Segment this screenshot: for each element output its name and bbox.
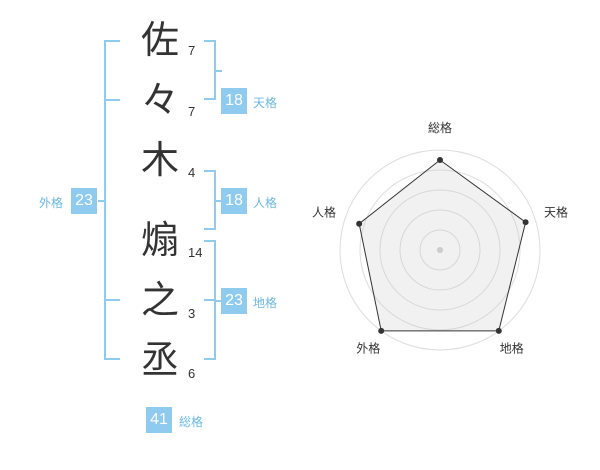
radar-center-dot [437, 247, 443, 253]
radar-axis-label: 人格 [312, 204, 336, 219]
radar-area [358, 159, 527, 332]
chikaku-connector [214, 300, 222, 302]
radar-axis-label: 外格 [356, 341, 380, 356]
radar-grid-ring [379, 189, 501, 311]
stroke-count-5: 3 [188, 306, 196, 321]
bracket-tick [104, 99, 120, 101]
name-char-3: 木 [140, 138, 179, 182]
gaikaku-connector [98, 200, 106, 202]
chikaku-badge: 23 [221, 288, 247, 314]
stroke-count-6: 6 [188, 366, 196, 381]
tenkaku-label: 天格 [253, 96, 278, 110]
radar-axis-label: 天格 [544, 204, 568, 219]
chikaku-label: 地格 [253, 296, 278, 310]
bracket-tick [204, 299, 216, 301]
radar-point [522, 219, 529, 226]
radar-point [378, 327, 385, 334]
gaikaku-label: 外格 [39, 196, 64, 210]
gaikaku-badge: 23 [71, 188, 97, 214]
jinkaku-badge: 18 [221, 188, 247, 214]
stroke-count-3: 4 [188, 165, 196, 180]
name-char-2: 々 [140, 78, 179, 122]
radar-axis-label: 地格 [500, 341, 524, 356]
stroke-count-2: 7 [188, 104, 196, 119]
name-char-4: 煽 [140, 218, 179, 262]
name-char-5: 之 [140, 278, 179, 322]
soukaku-badge: 41 [146, 407, 172, 433]
stroke-count-1: 7 [188, 43, 196, 58]
tenkaku-connector [214, 70, 222, 72]
name-char-6: 丞 [140, 338, 179, 382]
tenkaku-badge: 18 [221, 88, 247, 114]
bracket-tick [104, 299, 120, 301]
jinkaku-label: 人格 [253, 196, 278, 210]
radar-grid-ring [359, 169, 521, 331]
radar-point [437, 157, 443, 163]
radar-axis-label: 総格 [428, 120, 452, 135]
radar-point [495, 327, 502, 334]
radar-grid-ring [399, 209, 481, 291]
radar-grid-ring [419, 229, 461, 271]
radar-point [356, 220, 363, 227]
name-char-1: 佐 [140, 18, 179, 62]
jinkaku-connector [214, 200, 222, 202]
stroke-count-4: 14 [188, 245, 203, 260]
soukaku-label: 総格 [179, 415, 204, 429]
